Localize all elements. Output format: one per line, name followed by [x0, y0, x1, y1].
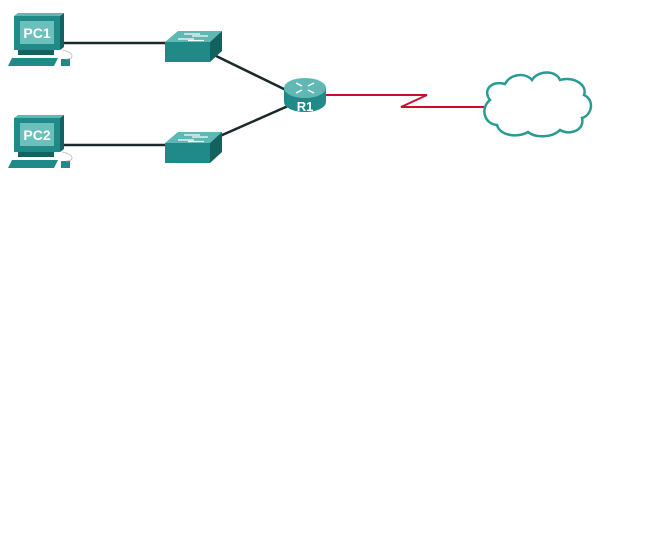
switch2[interactable] — [165, 132, 222, 163]
switch1[interactable] — [165, 31, 222, 62]
serial-link-r1-cloud — [326, 94, 484, 108]
switch-arrows-icon — [178, 134, 208, 143]
pc1[interactable]: PC1 — [8, 13, 73, 66]
pc2-label: PC2 — [23, 127, 50, 143]
pc2[interactable]: PC2 — [8, 115, 73, 168]
cloud-icon — [483, 71, 593, 138]
pc1-label: PC1 — [23, 25, 50, 41]
link-switch1-r1 — [211, 52, 289, 93]
router-label: R1 — [297, 99, 314, 114]
router-arrows-icon — [295, 82, 315, 94]
router-r1[interactable]: R1 — [284, 78, 326, 114]
switch-arrows-icon — [178, 33, 208, 42]
link-switch2-r1 — [219, 104, 289, 138]
